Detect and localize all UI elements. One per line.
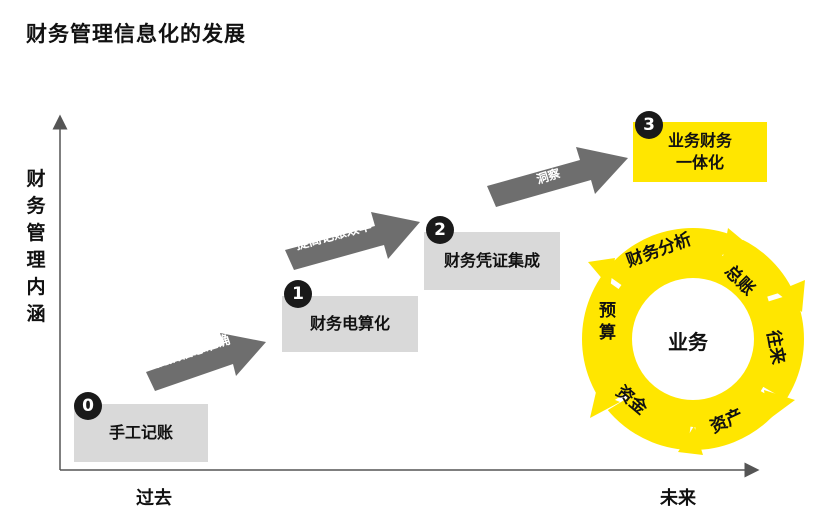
- stage-0-label: 手工记账: [108, 423, 173, 442]
- step-arrow-1: [146, 333, 266, 391]
- diagram-title: 财务管理信息化的发展: [26, 22, 246, 46]
- cycle-center: [638, 284, 748, 394]
- stage-badge-1: 1: [284, 280, 312, 308]
- stage-1-label: 财务电算化: [309, 314, 390, 333]
- x-axis-right-label: 未来: [660, 488, 696, 509]
- step-arrow-2: [285, 212, 420, 270]
- y-axis-label: 财务管理内涵: [26, 168, 46, 325]
- x-axis-left-label: 过去: [136, 488, 172, 509]
- stage-3-label-line1: 业务财务: [667, 131, 732, 150]
- cycle-ring: [582, 228, 804, 450]
- business-cycle: [582, 228, 805, 455]
- stage-2-label: 财务凭证集成: [443, 251, 540, 270]
- stage-badge-0: 0: [74, 392, 102, 420]
- stage-3-label-line2: 一体化: [675, 153, 724, 172]
- stage-badge-2: 2: [426, 216, 454, 244]
- cycle-center-label: 业务: [668, 330, 708, 354]
- cycle-segment-budget: 预算: [599, 301, 616, 343]
- step-arrow-3: [487, 147, 628, 207]
- stage-badge-3: 3: [635, 111, 663, 139]
